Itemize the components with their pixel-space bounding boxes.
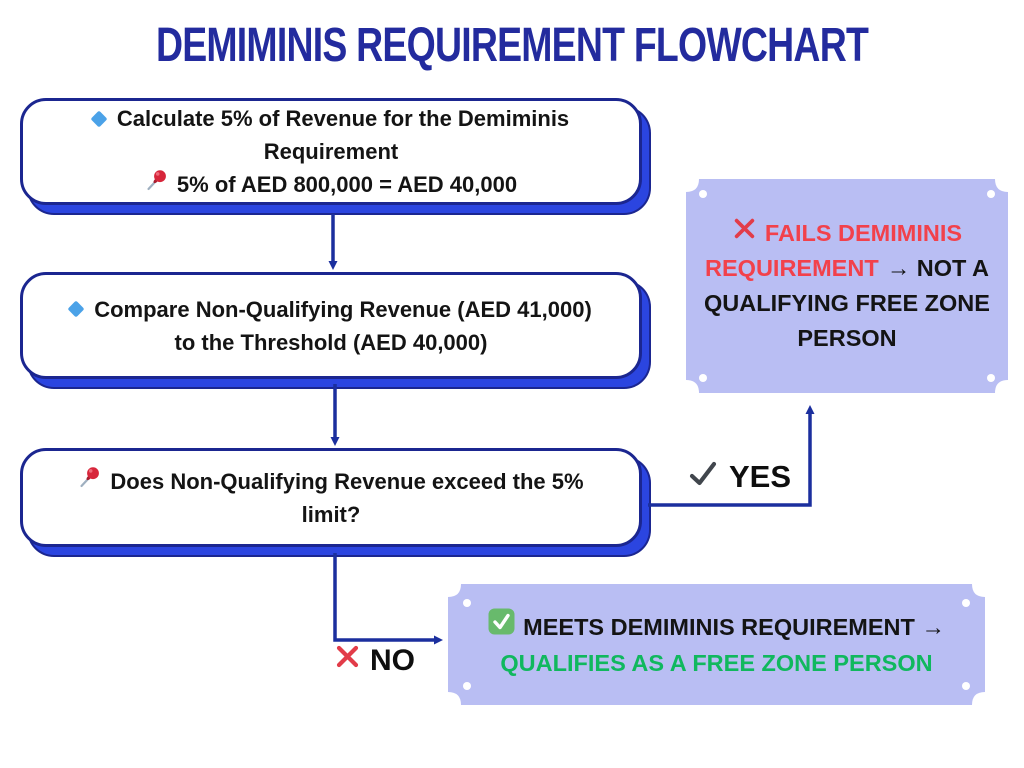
yes-label: YES [688, 459, 791, 495]
step1-line1: Calculate 5% of Revenue for the Demimini… [90, 102, 570, 135]
step3-text1: Does Non-Qualifying Revenue exceed the 5… [110, 468, 584, 494]
step1-text2: Requirement [263, 139, 399, 164]
step2-text1: Compare Non-Qualifying Revenue (AED 41,0… [94, 296, 592, 322]
blue-diamond-icon [90, 110, 108, 127]
corner-dot [962, 599, 970, 607]
pass-line1: MEETS DEMIMINIS REQUIREMENT → [523, 613, 945, 640]
fail-line2-dark: → NOT A [886, 255, 989, 281]
step3-line2: limit? [302, 498, 361, 531]
step2-line1: Compare Non-Qualifying Revenue (AED 41,0… [67, 293, 592, 326]
step1-line3: 5% of AED 800,000 = AED 40,000 [145, 168, 517, 201]
pushpin-icon [78, 465, 102, 498]
fail-line2-red: REQUIREMENT [705, 255, 879, 281]
red-cross-icon [732, 216, 757, 251]
red-cross-icon [334, 643, 361, 678]
fail-line3: QUALIFYING FREE ZONE [704, 290, 990, 316]
step2-text2: to the Threshold (AED 40,000) [174, 329, 488, 355]
pushpin-icon [145, 168, 169, 201]
connector-no [333, 553, 443, 645]
corner-dot [987, 374, 995, 382]
page-title: DEMIMINIS REQUIREMENT FLOWCHART [155, 19, 869, 72]
outcome-fail-box: FAILS DEMIMINIS REQUIREMENT → NOT A QUAL… [686, 179, 1008, 393]
corner-dot [463, 682, 471, 690]
fail-outcome-text: FAILS DEMIMINIS REQUIREMENT → NOT A QUAL… [686, 179, 1008, 393]
corner-dot [987, 190, 995, 198]
step-box-calculate: Calculate 5% of Revenue for the Demimini… [20, 98, 642, 205]
corner-dot [463, 599, 471, 607]
plaque-background [448, 584, 985, 705]
step-box-question: Does Non-Qualifying Revenue exceed the 5… [20, 448, 642, 547]
green-check-square-icon [488, 608, 515, 645]
no-label: NO [334, 643, 415, 678]
corner-dot [699, 190, 707, 198]
step3-text2: limit? [301, 501, 361, 527]
corner-dot [699, 374, 707, 382]
no-text: NO [370, 643, 415, 677]
step-box-compare: Compare Non-Qualifying Revenue (AED 41,0… [20, 272, 642, 379]
plaque-background [686, 179, 1008, 393]
yes-text: YES [729, 459, 792, 494]
pass-line2: QUALIFIES AS A FREE ZONE PERSON [500, 650, 933, 676]
corner-dot [962, 682, 970, 690]
step2-line2: to the Threshold (AED 40,000) [175, 326, 488, 359]
step3-line1: Does Non-Qualifying Revenue exceed the 5… [78, 465, 584, 498]
check-icon [688, 459, 718, 495]
pass-outcome-text: MEETS DEMIMINIS REQUIREMENT → QUALIFIES … [448, 584, 985, 705]
step1-text1: Calculate 5% of Revenue for the Demimini… [116, 106, 570, 131]
step1-text3: 5% of AED 800,000 = AED 40,000 [176, 172, 518, 197]
fail-line1: FAILS DEMIMINIS [764, 220, 963, 246]
step1-line2: Requirement [264, 135, 398, 168]
fail-line4: PERSON [797, 325, 897, 351]
blue-diamond-icon [67, 300, 85, 318]
outcome-pass-box: MEETS DEMIMINIS REQUIREMENT → QUALIFIES … [448, 584, 985, 705]
